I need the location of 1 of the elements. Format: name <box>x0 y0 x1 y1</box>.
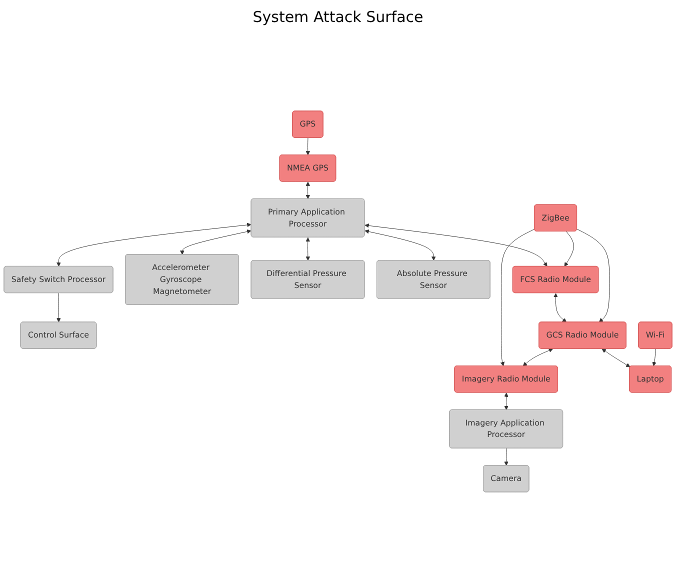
diagram-title: System Attack Surface <box>252 8 424 26</box>
